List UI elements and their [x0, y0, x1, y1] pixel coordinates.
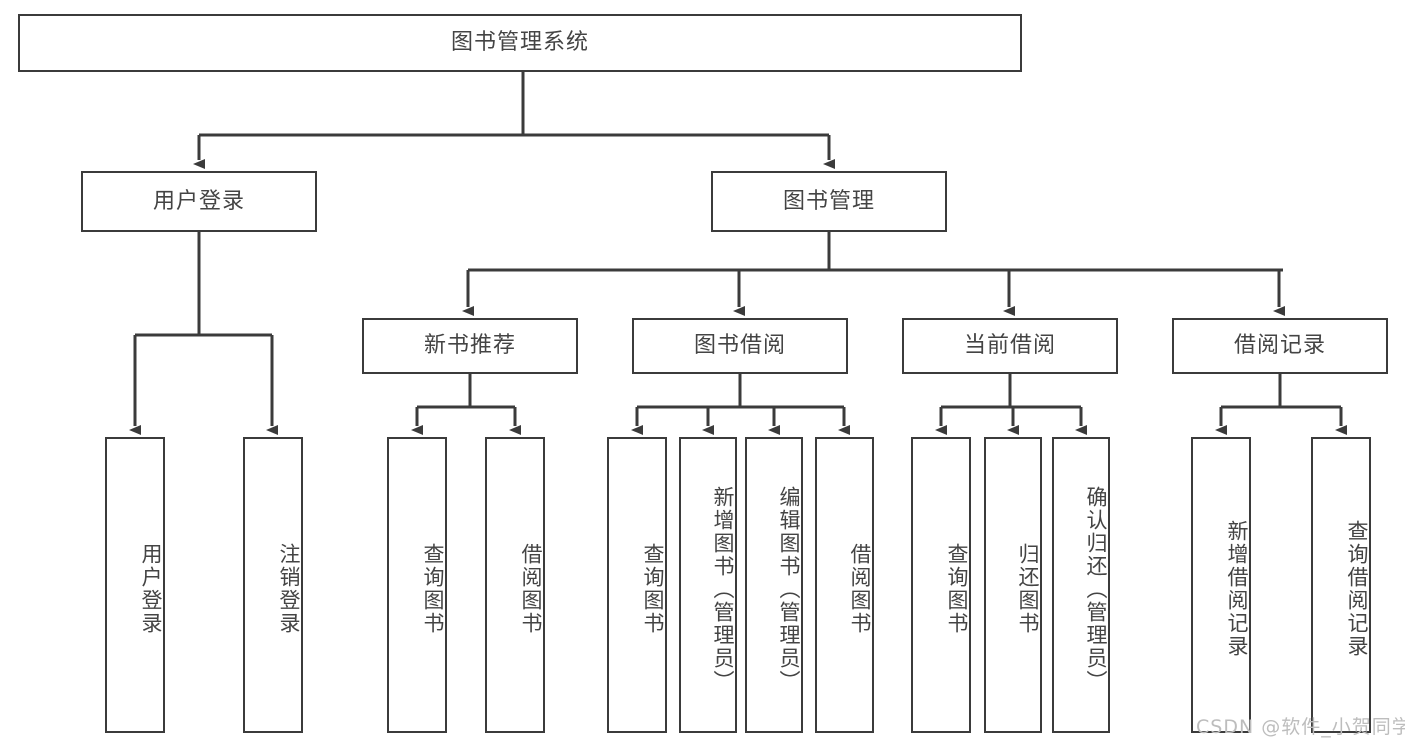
node-current-borrow[interactable]: 当前借阅 [902, 318, 1118, 374]
leaf-add-book-admin-label: 新增图书（管理员） [711, 485, 735, 693]
node-book-borrow[interactable]: 图书借阅 [632, 318, 848, 374]
node-current-borrow-label: 当前借阅 [963, 333, 1056, 359]
leaf-query-borrow-record[interactable]: 查询借阅记录 [1311, 437, 1371, 733]
leaf-confirm-return-admin[interactable]: 确认归还（管理员） [1052, 437, 1110, 733]
node-book-management-label: 图书管理 [782, 188, 875, 214]
node-user-login-label: 用户登录 [152, 188, 245, 214]
leaf-add-book-admin[interactable]: 新增图书（管理员） [679, 437, 737, 733]
leaf-edit-book-admin[interactable]: 编辑图书（管理员） [745, 437, 803, 733]
leaf-borrow-book-newbook-label: 借阅图书 [519, 543, 543, 635]
node-book-borrow-label: 图书借阅 [693, 333, 786, 359]
leaf-query-book-borrow-label: 查询图书 [641, 543, 665, 635]
leaf-add-borrow-record-label: 新增借阅记录 [1225, 520, 1249, 658]
leaf-query-book-newbook-label: 查询图书 [421, 543, 445, 635]
node-borrow-record-label: 借阅记录 [1233, 333, 1326, 359]
leaf-user-login-label: 用户登录 [139, 543, 163, 635]
node-root[interactable]: 图书管理系统 [18, 14, 1022, 72]
node-new-book-recommend-label: 新书推荐 [423, 333, 516, 359]
leaf-edit-book-admin-label: 编辑图书（管理员） [777, 485, 801, 693]
leaf-query-borrow-record-label: 查询借阅记录 [1345, 520, 1369, 658]
node-user-login[interactable]: 用户登录 [81, 171, 317, 232]
node-borrow-record[interactable]: 借阅记录 [1172, 318, 1388, 374]
leaf-query-book-newbook[interactable]: 查询图书 [387, 437, 447, 733]
leaf-query-book-current[interactable]: 查询图书 [911, 437, 971, 733]
leaf-return-book-label: 归还图书 [1016, 543, 1040, 635]
leaf-logout[interactable]: 注销登录 [243, 437, 303, 733]
leaf-logout-label: 注销登录 [277, 543, 301, 635]
node-book-management[interactable]: 图书管理 [711, 171, 947, 232]
leaf-query-book-borrow[interactable]: 查询图书 [607, 437, 667, 733]
leaf-return-book[interactable]: 归还图书 [984, 437, 1042, 733]
leaf-add-borrow-record[interactable]: 新增借阅记录 [1191, 437, 1251, 733]
leaf-query-book-current-label: 查询图书 [945, 543, 969, 635]
leaf-borrow-book-label: 借阅图书 [848, 543, 872, 635]
node-new-book-recommend[interactable]: 新书推荐 [362, 318, 578, 374]
node-root-label: 图书管理系统 [450, 30, 589, 56]
leaf-confirm-return-admin-label: 确认归还（管理员） [1084, 485, 1108, 693]
leaf-borrow-book[interactable]: 借阅图书 [815, 437, 874, 733]
leaf-user-login[interactable]: 用户登录 [105, 437, 165, 733]
leaf-borrow-book-newbook[interactable]: 借阅图书 [485, 437, 545, 733]
